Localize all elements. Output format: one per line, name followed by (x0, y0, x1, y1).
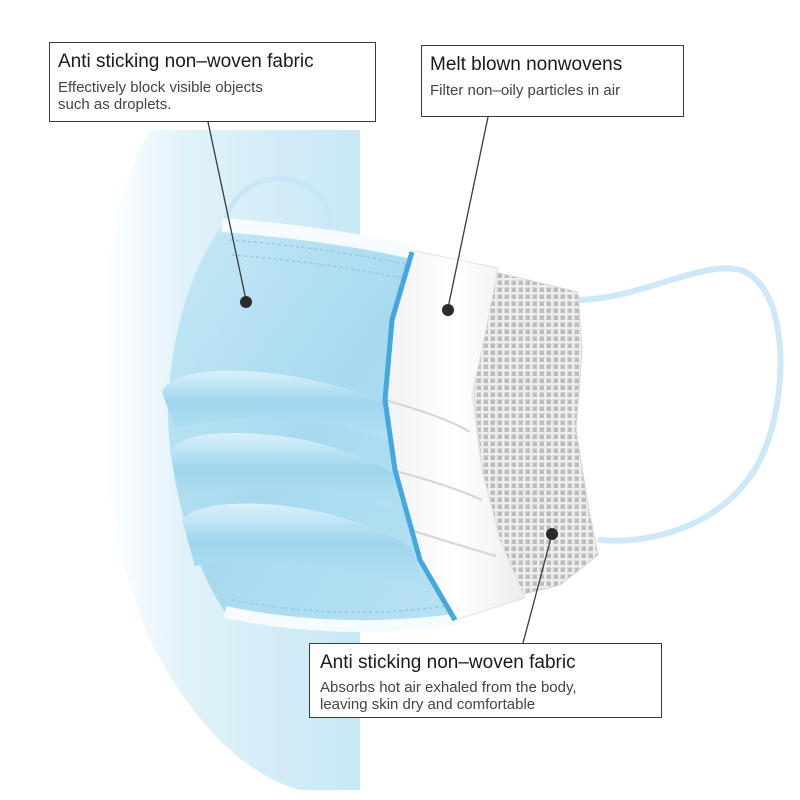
callout-inner-layer-desc-line-1: Absorbs hot air exhaled from the body, (320, 679, 577, 696)
callout-middle-layer-title: Melt blown nonwovens (430, 54, 623, 75)
leader-line-outer (207, 121, 247, 301)
leader-line-inner (522, 533, 553, 644)
callout-outer-layer-desc-line-2: such as droplets. (58, 96, 172, 113)
callout-middle-layer: Melt blown nonwovens Filter non–oily par… (421, 45, 684, 117)
pleat-3 (182, 503, 425, 590)
leader-line-middle (447, 116, 489, 309)
pleat-1 (162, 370, 388, 440)
callout-inner-layer-desc-line-2: leaving skin dry and comfortable (320, 696, 536, 713)
inner-mesh-layer (473, 271, 599, 596)
marker-dot-inner (546, 528, 558, 540)
callout-inner-layer-title: Anti sticking non–woven fabric (320, 652, 576, 673)
edge-binding (382, 251, 458, 622)
ear-loop-right (572, 265, 784, 544)
pleat-2 (170, 433, 400, 512)
marker-dot-middle (442, 304, 454, 316)
marker-dot-outer (240, 296, 252, 308)
callout-outer-layer: Anti sticking non–woven fabric Effective… (49, 42, 376, 122)
callout-inner-layer: Anti sticking non–woven fabric Absorbs h… (309, 643, 662, 718)
callout-middle-layer-desc-line-1: Filter non–oily particles in air (430, 82, 621, 99)
callout-outer-layer-desc-line-1: Effectively block visible objects (58, 79, 263, 96)
callout-outer-layer-title: Anti sticking non–woven fabric (58, 51, 314, 72)
